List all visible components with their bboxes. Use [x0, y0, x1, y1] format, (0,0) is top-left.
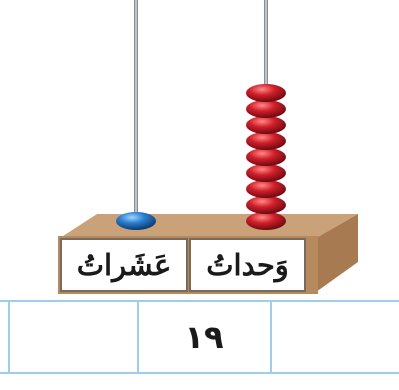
ones-bead: [246, 148, 286, 166]
ones-bead: [246, 116, 286, 134]
ones-bead: [246, 100, 286, 118]
ones-label-text: وَحداتُ: [206, 251, 289, 280]
table-divider: [8, 302, 10, 372]
table-divider: [137, 302, 139, 372]
tens-bead: [116, 212, 156, 230]
ones-bead: [246, 212, 286, 230]
ones-bead: [246, 196, 286, 214]
base-top: [60, 214, 358, 238]
ones-bead: [246, 84, 286, 102]
tens-column-label: عَشَراتُ: [60, 238, 188, 292]
ones-bead: [246, 164, 286, 182]
ones-bead: [246, 132, 286, 150]
ones-column-label: وَحداتُ: [189, 238, 306, 292]
answer-table: ١٩: [0, 300, 399, 374]
answer-cell-number: ١٩: [140, 302, 268, 372]
table-divider: [270, 302, 272, 372]
beads-group: [116, 84, 286, 230]
tens-label-text: عَشَراتُ: [77, 251, 172, 280]
ones-bead: [246, 180, 286, 198]
tens-rod: [134, 0, 138, 224]
